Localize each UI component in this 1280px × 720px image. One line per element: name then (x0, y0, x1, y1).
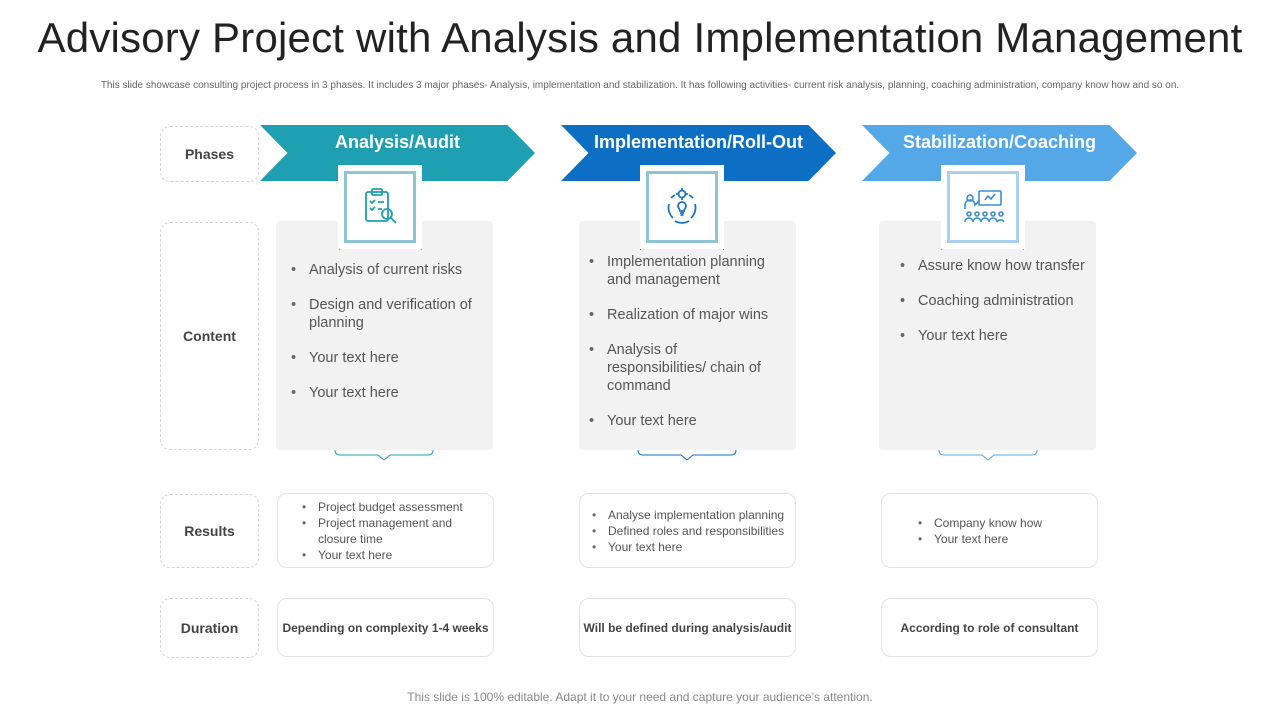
row-label-duration: Duration (160, 598, 259, 658)
content-item: Your text here (291, 349, 481, 367)
result-item: Project management and closure time (302, 515, 493, 547)
result-item: Your text here (918, 531, 1042, 547)
content-item: Coaching administration (900, 292, 1090, 310)
row-label-content: Content (160, 222, 259, 450)
icon-frame-analysis (338, 165, 422, 249)
result-item: Your text here (302, 547, 493, 563)
duration-box-stabilization: According to role of consultant (881, 598, 1098, 657)
footer-note: This slide is 100% editable. Adapt it to… (407, 690, 873, 704)
brace-connector-stabilization (938, 449, 1038, 461)
lightbulb-gear-icon (667, 188, 697, 224)
icon-frame-stabilization (941, 165, 1025, 249)
result-item: Your text here (592, 539, 784, 555)
brace-connector-analysis (334, 449, 434, 461)
page-title: Advisory Project with Analysis and Imple… (37, 14, 1243, 61)
content-item: Analysis of current risks (291, 261, 481, 279)
results-box-implementation: Analyse implementation planning Defined … (579, 493, 796, 568)
content-list-analysis: Analysis of current risks Design and ver… (291, 261, 481, 419)
content-box-analysis (276, 221, 493, 450)
results-box-stabilization: Company know how Your text here (881, 493, 1098, 568)
content-list-stabilization: Assure know how transfer Coaching admini… (900, 257, 1090, 362)
content-item: Assure know how transfer (900, 257, 1090, 275)
content-item: Your text here (589, 412, 779, 430)
result-item: Defined roles and responsibilities (592, 523, 784, 539)
phase-title-implementation: Implementation/Roll-Out (594, 132, 803, 152)
results-box-analysis: Project budget assessment Project manage… (277, 493, 494, 568)
row-label-results: Results (160, 494, 259, 568)
content-item: Implementation planning and management (589, 253, 779, 289)
brace-connector-implementation (637, 449, 737, 461)
clipboard-search-icon (365, 188, 397, 224)
page-subtitle: This slide showcase consulting project p… (100, 80, 1180, 91)
presentation-audience-icon (964, 190, 1005, 223)
content-item: Realization of major wins (589, 306, 779, 324)
content-item: Your text here (900, 327, 1090, 345)
phase-title-stabilization: Stabilization/Coaching (902, 132, 1096, 152)
icon-frame-implementation (640, 165, 724, 249)
result-item: Analyse implementation planning (592, 507, 784, 523)
result-item: Project budget assessment (302, 499, 493, 515)
content-item: Design and verification of planning (291, 296, 481, 332)
phase-title-analysis: Analysis/Audit (334, 132, 461, 152)
row-label-phases: Phases (160, 126, 259, 182)
duration-box-implementation: Will be defined during analysis/audit (579, 598, 796, 657)
content-list-implementation: Implementation planning and management R… (589, 253, 779, 447)
content-item: Your text here (291, 384, 481, 402)
result-item: Company know how (918, 515, 1042, 531)
duration-box-analysis: Depending on complexity 1-4 weeks (277, 598, 494, 657)
content-item: Analysis of responsibilities/ chain of c… (589, 341, 779, 395)
